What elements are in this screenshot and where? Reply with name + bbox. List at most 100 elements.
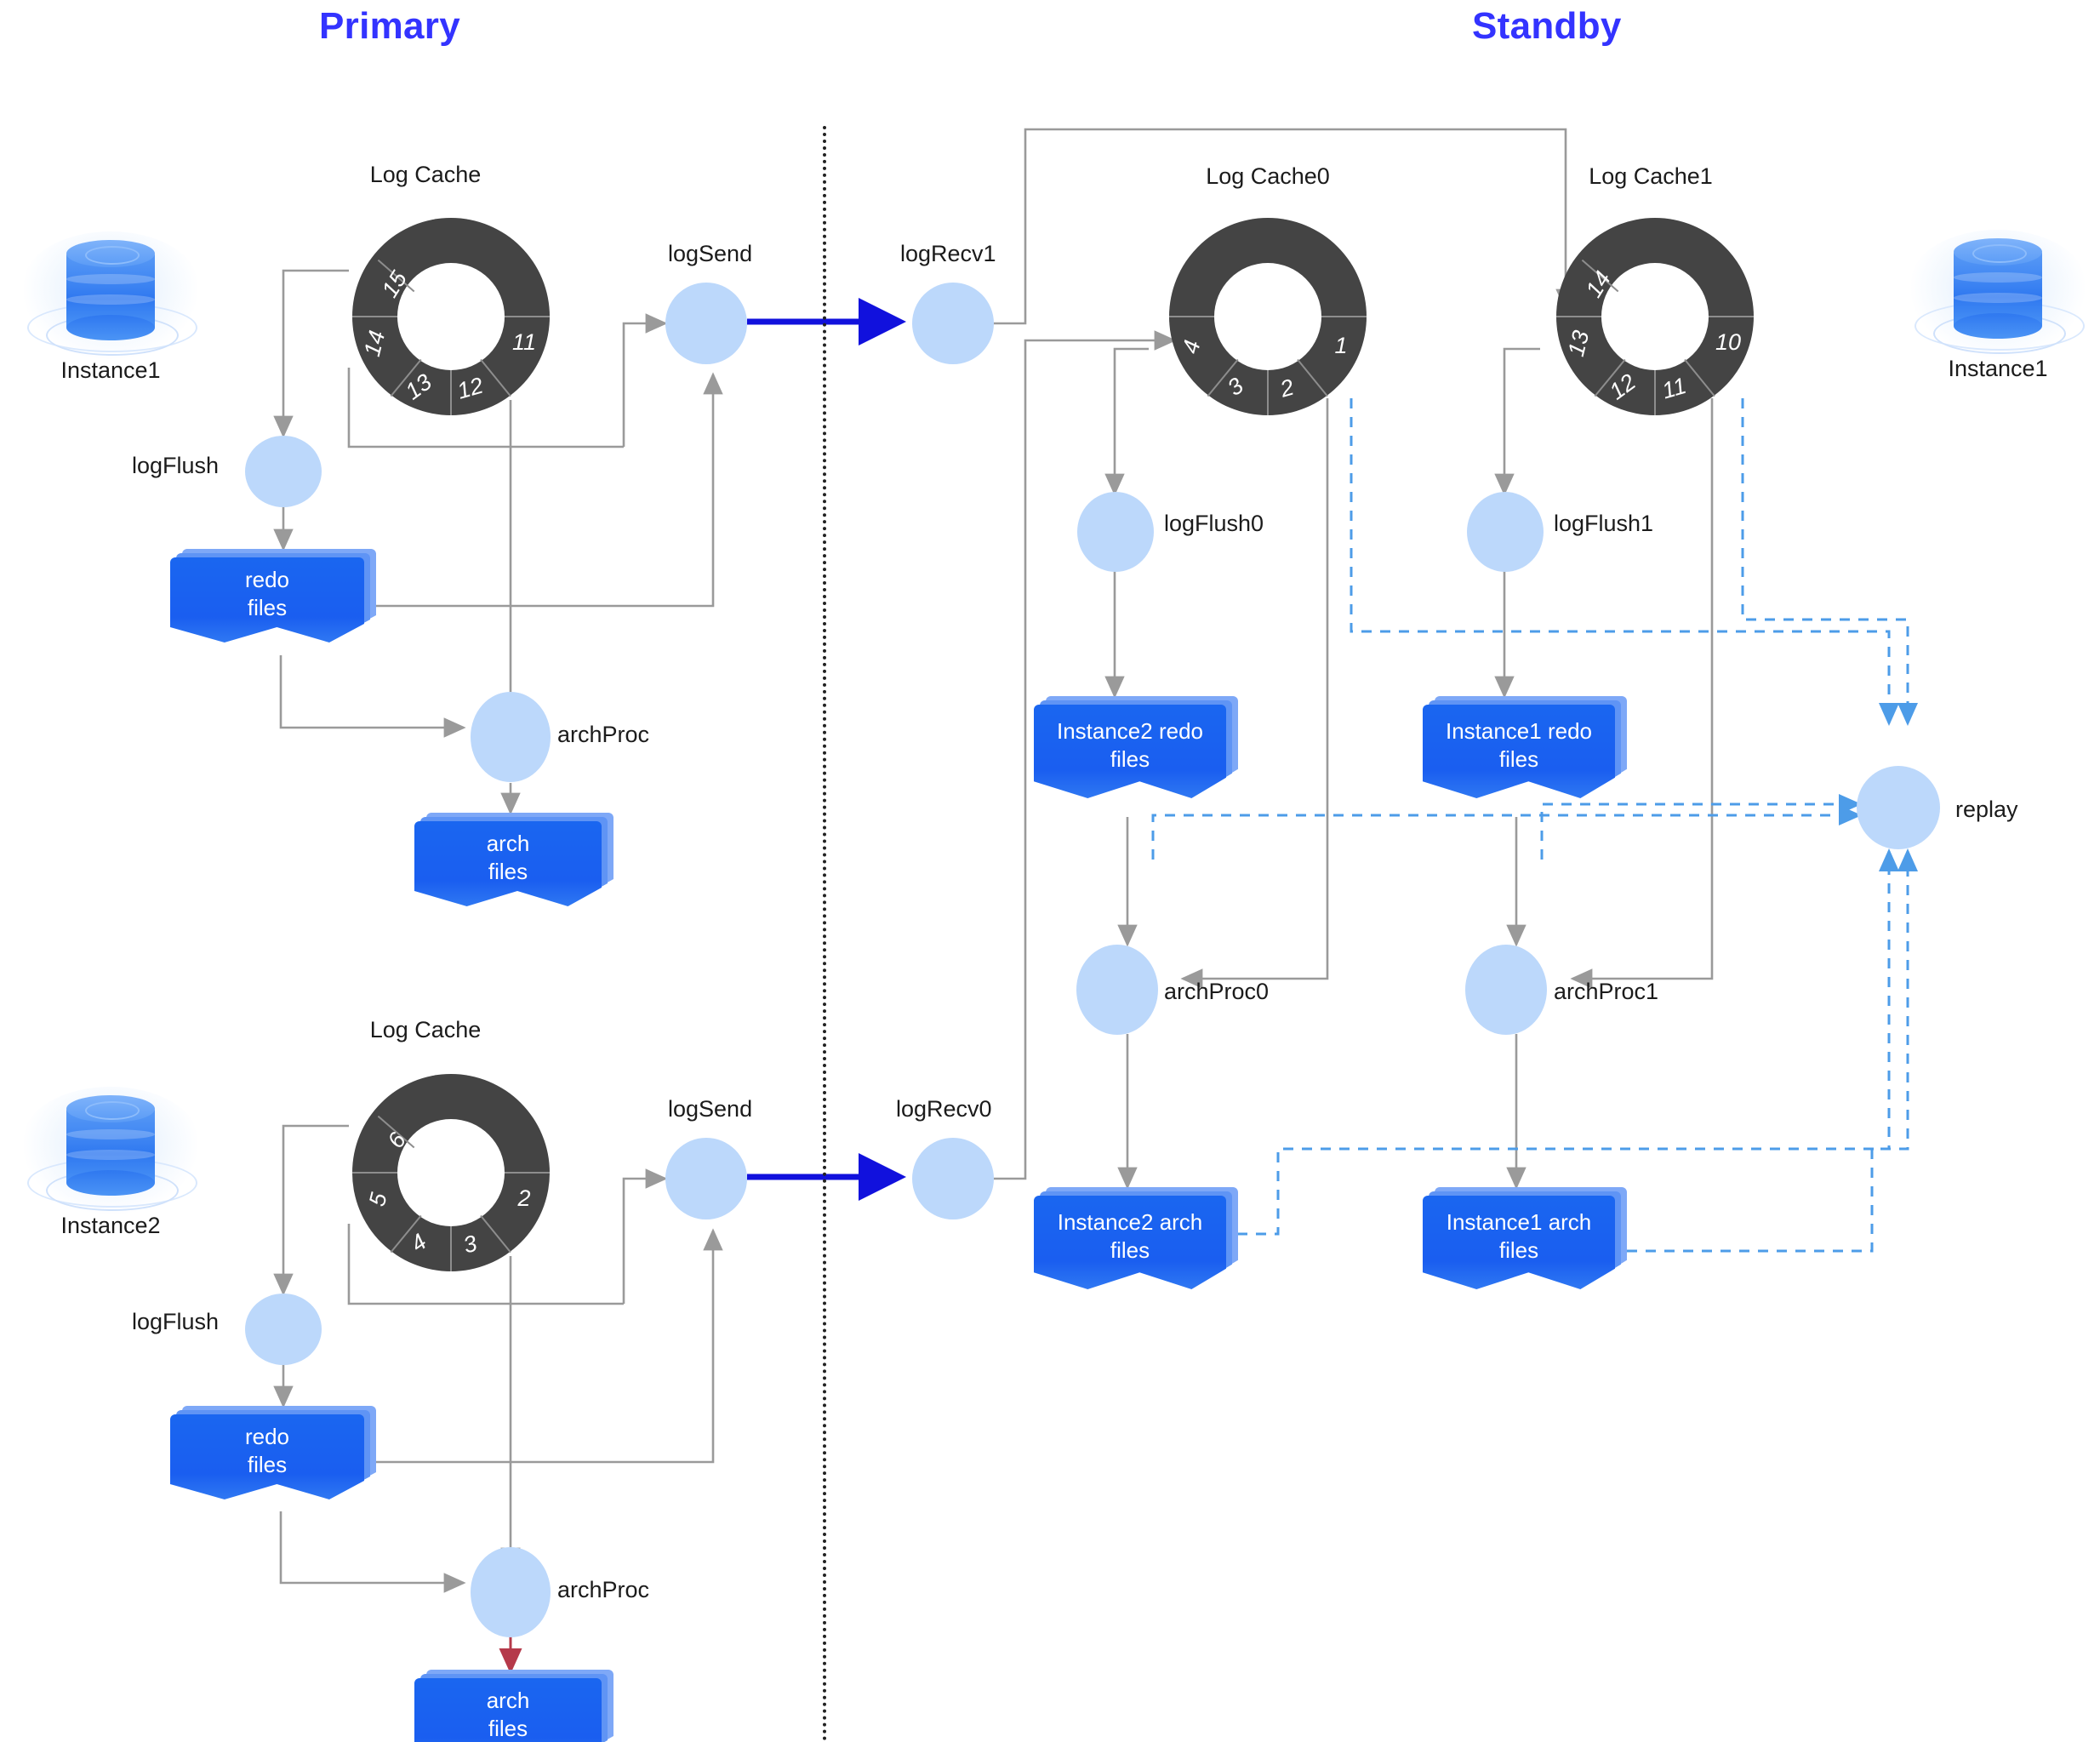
db-label-instance1-standby: Instance1: [1948, 356, 2048, 381]
cache-title-standby-1: Log Cache1: [1589, 163, 1713, 189]
label-logrecv1: logRecv1: [900, 241, 996, 266]
label-archproc-primary-2: archProc: [557, 1577, 650, 1602]
label-logflush-primary-2: logFlush: [132, 1309, 220, 1334]
db-top-inner-ring: [85, 1101, 140, 1120]
file-instance2-arch-standby: Instance2 arch files: [1034, 1187, 1238, 1289]
proc-replay[interactable]: [1857, 766, 1940, 849]
file-redo-primary-1: redo files: [170, 549, 376, 643]
file-label-line1: Instance1 redo: [1445, 717, 1592, 744]
file-redo-primary-2: redo files: [170, 1406, 376, 1499]
file-instance1-arch-standby: Instance1 arch files: [1423, 1187, 1627, 1289]
file-arch-primary-2: arch files: [414, 1670, 613, 1742]
file-label-line1: Instance1 arch: [1446, 1208, 1592, 1235]
cache-seg-label: 1: [1334, 333, 1347, 358]
db-band-2: [66, 1150, 155, 1160]
label-archproc-primary-1: archProc: [557, 722, 650, 747]
file-label: Instance1 redo files: [1423, 705, 1615, 798]
file-front: [1034, 705, 1226, 798]
proc-logsend-primary-1[interactable]: [665, 283, 747, 364]
file-label: arch files: [414, 821, 602, 906]
proc-logflush1[interactable]: [1467, 492, 1544, 572]
file-label: Instance1 arch files: [1423, 1196, 1615, 1289]
proc-archproc1[interactable]: [1465, 945, 1547, 1035]
file-instance1-redo-standby: Instance1 redo files: [1423, 696, 1627, 798]
file-front: [1423, 705, 1615, 798]
file-label-line2: files: [488, 1716, 528, 1741]
cache-seg-label: 2: [516, 1185, 530, 1211]
label-archproc1: archProc1: [1554, 979, 1659, 1004]
file-label: redo files: [170, 1414, 364, 1499]
proc-archproc-primary-2[interactable]: [471, 1547, 551, 1637]
proc-logflush-primary-1[interactable]: [245, 436, 322, 507]
cache-title-primary-1: Log Cache: [369, 162, 482, 187]
file-front: [414, 821, 602, 906]
page-title-standby: Standby: [1472, 5, 1622, 47]
label-replay: replay: [1955, 797, 2018, 822]
label-logsend-primary-1: logSend: [668, 241, 753, 266]
page-title-primary: Primary: [319, 5, 460, 47]
cache-seg-label: 14: [359, 328, 390, 358]
file-label-line2: files: [1110, 746, 1150, 772]
file-label-line1: Instance2 arch: [1057, 1208, 1203, 1235]
db-band-2: [66, 294, 155, 305]
db-top-inner-ring: [85, 246, 140, 265]
db-bottom: [1954, 313, 2042, 339]
proc-archproc-primary-1[interactable]: [471, 692, 551, 782]
file-label-line1: Instance2 redo: [1056, 717, 1203, 744]
file-label-line2: files: [1498, 1237, 1539, 1263]
db-label-instance2-primary: Instance2: [60, 1213, 161, 1238]
label-logsend-primary-2: logSend: [668, 1096, 753, 1122]
file-instance2-redo-standby: Instance2 redo files: [1034, 696, 1238, 798]
log-cache1-standby: 14 13 12 11 10: [1536, 197, 1774, 436]
proc-archproc0[interactable]: [1076, 945, 1158, 1035]
proc-logflush0[interactable]: [1077, 492, 1154, 572]
label-logflush-primary-1: logFlush: [132, 453, 220, 478]
log-cache-primary-2: 6 5 4 3 2: [332, 1054, 570, 1292]
log-cache0-standby: 4 3 2 1: [1149, 197, 1387, 436]
db-icon-instance2-primary: Instance2: [17, 1085, 204, 1247]
label-archproc0: archProc0: [1164, 979, 1270, 1004]
primary-standby-divider: [823, 126, 826, 1742]
file-label: redo files: [170, 557, 364, 643]
proc-logrecv0[interactable]: [912, 1138, 994, 1219]
file-front: [170, 1414, 364, 1499]
file-label-line2: files: [1110, 1237, 1150, 1263]
proc-logsend-primary-2[interactable]: [665, 1138, 747, 1219]
db-bottom: [66, 1170, 155, 1196]
db-label-instance1-primary: Instance1: [60, 357, 161, 383]
label-logflush0: logFlush0: [1164, 511, 1264, 536]
cache-seg-label: 10: [1715, 329, 1741, 355]
cache-seg-label: 13: [1563, 328, 1594, 358]
file-front: [1423, 1196, 1615, 1289]
db-icon-instance1-standby: Instance1: [1904, 228, 2091, 390]
file-label-line2: files: [1498, 746, 1539, 772]
cache-title-primary-2: Log Cache: [369, 1017, 482, 1042]
file-label: Instance2 arch files: [1034, 1196, 1226, 1289]
file-label-line2: files: [247, 595, 288, 620]
file-label-line1: redo: [244, 566, 290, 592]
cache-seg-label: 2: [1276, 374, 1297, 403]
file-arch-primary-1: arch files: [414, 813, 613, 906]
file-front: [414, 1678, 602, 1742]
file-label-line2: files: [247, 1452, 288, 1477]
log-cache-primary-1: 15 14 13 12 11: [332, 197, 570, 436]
cache-title-standby-0: Log Cache0: [1206, 163, 1330, 189]
cache-seg-label: 4: [1178, 338, 1206, 357]
proc-logrecv1[interactable]: [912, 283, 994, 364]
db-bottom: [66, 315, 155, 340]
file-label-line2: files: [488, 859, 528, 884]
file-label: Instance2 redo files: [1034, 705, 1226, 798]
file-front: [170, 557, 364, 643]
proc-logflush-primary-2[interactable]: [245, 1294, 322, 1365]
cache-seg-label: 11: [512, 329, 536, 355]
file-label-line1: arch: [486, 1687, 530, 1713]
file-label-line1: redo: [244, 1423, 290, 1449]
file-front: [1034, 1196, 1226, 1289]
db-band-2: [1954, 293, 2042, 303]
db-band-1: [66, 274, 155, 284]
label-logrecv0: logRecv0: [896, 1096, 992, 1122]
file-label-line1: arch: [486, 830, 530, 856]
db-band-1: [1954, 272, 2042, 283]
db-band-1: [66, 1129, 155, 1139]
